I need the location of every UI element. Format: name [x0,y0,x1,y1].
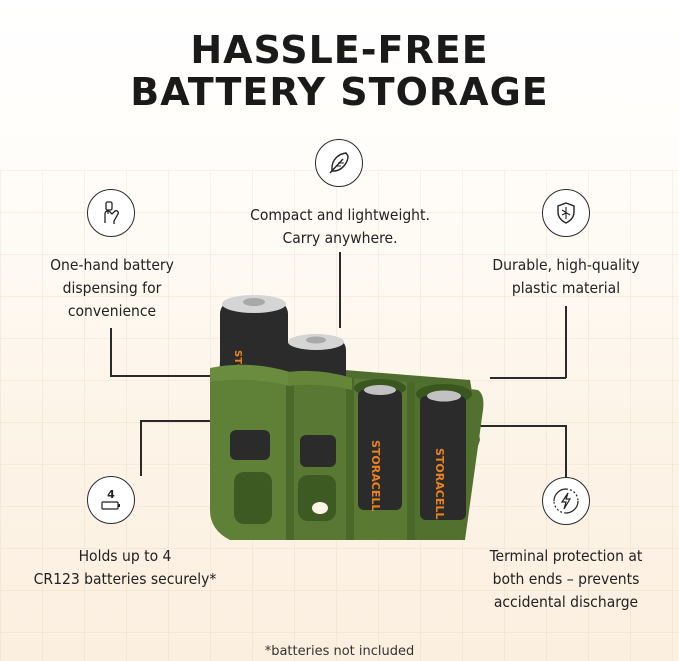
feature-one-hand-line-2: dispensing for [62,279,162,297]
callout-line-durable-vertical [565,306,567,378]
callout-line-capacity-vertical [140,420,142,476]
slot-2-collar [288,370,352,390]
battery-4: STORACELL [416,384,472,520]
battery-3-brand: STORACELL [369,440,382,511]
feature-terminal-line-2: both ends – prevents [492,570,640,588]
headline-line-2: BATTERY STORAGE [130,70,549,114]
footnote: *batteries not included [264,644,415,659]
feature-one-hand-line-1: One-hand battery [50,256,174,274]
hand-pinch-icon [87,189,135,237]
feature-one-hand-line-3: convenience [67,302,157,320]
battery-case-product-image: STORACELL STORACELL STORACELL STORACE [210,295,484,540]
lightning-protection-icon [542,477,590,525]
battery-3: STORACELL [354,379,406,511]
callout-line-terminal-vertical [565,425,567,477]
callout-line-one-hand-horizontal [110,375,232,377]
callout-line-terminal-horizontal [470,425,566,427]
feature-capacity-line-2: CR123 batteries securely* [33,570,217,588]
feature-durable-line-2: plastic material [511,279,621,297]
headline-line-1: HASSLE-FREE [190,28,489,72]
slot-1-collar [210,364,290,386]
callout-line-compact [339,252,341,328]
feature-compact-line-2: Carry anywhere. [282,229,398,247]
shield-icon [542,189,590,237]
battery-4-brand: STORACELL [433,448,446,519]
feature-capacity-line-1: Holds up to 4 [78,547,172,565]
callout-line-one-hand-vertical [110,328,112,376]
callout-line-capacity-horizontal [140,420,240,422]
feature-terminal-line-3: accidental discharge [493,593,639,611]
feature-durable-line-1: Durable, high-quality [492,256,640,274]
battery-count-number: 4 [107,488,115,501]
feature-compact-line-1: Compact and lightweight. [250,206,430,224]
battery-count-icon: 4 [87,476,135,524]
feather-icon [315,139,363,187]
feature-terminal-line-1: Terminal protection at [489,547,643,565]
callout-line-durable-horizontal [490,377,566,379]
